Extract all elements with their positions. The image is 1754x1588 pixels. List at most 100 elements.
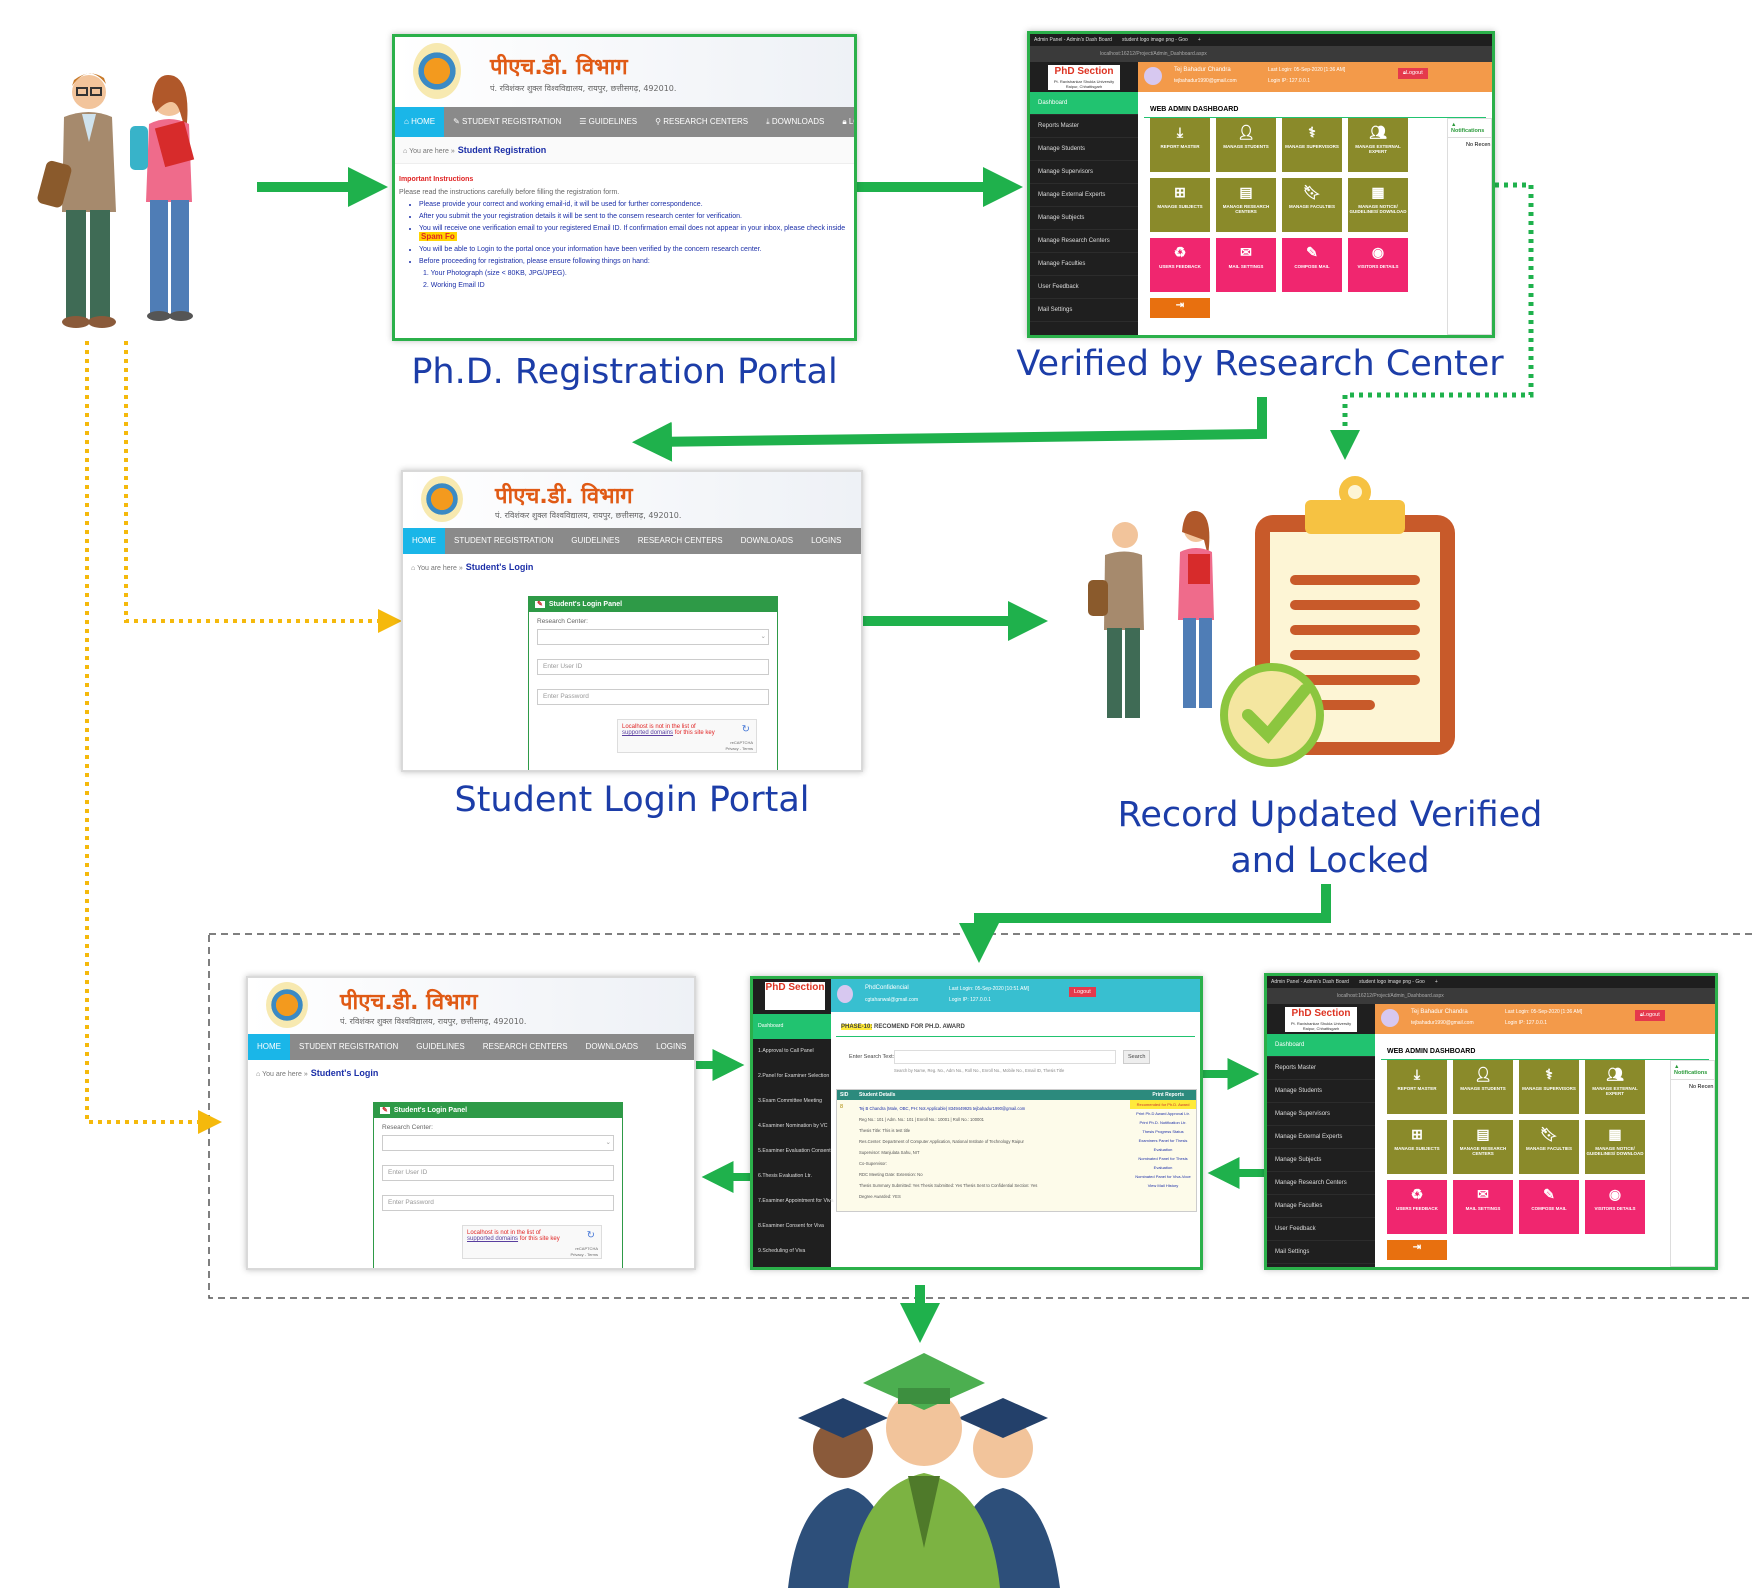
browser-tab[interactable]: Admin Panel - Admin's Dash Board: [1271, 979, 1349, 985]
sidebar-item-phase-7[interactable]: 7.Examiner Appointment for Viva: [758, 1198, 834, 1204]
recaptcha-widget[interactable]: Localhost is not in the list of supporte…: [462, 1225, 602, 1259]
browser-tab[interactable]: student logo image png - Goo: [1121, 37, 1188, 43]
logout-button[interactable]: 🔒︎Logout: [1635, 1010, 1665, 1021]
sidebar-item-phase-9[interactable]: 9.Scheduling of Viva: [758, 1248, 806, 1254]
report-link[interactable]: Print Ph.D. Notification Ltr.: [1139, 1120, 1187, 1125]
nav-research-centers[interactable]: ⚲ RESEARCH CENTERS: [655, 117, 749, 126]
tile-manage-external-expert[interactable]: 👥︎MANAGE EXTERNAL EXPERT: [1585, 1060, 1645, 1114]
sidebar-item-phase-5[interactable]: 5.Examiner Evaluation Consent: [758, 1148, 831, 1154]
tile-manage-subjects[interactable]: ⊞MANAGE SUBJECTS: [1387, 1120, 1447, 1174]
sidebar-item-manage-students[interactable]: Manage Students: [1267, 1080, 1375, 1103]
tile-manage-research-centers[interactable]: ▤MANAGE RESEARCH CENTERS: [1453, 1120, 1513, 1174]
tile-manage-notice-guidelines-download[interactable]: ▦MANAGE NOTICE/ GUIDELINES/ DOWNLOAD: [1585, 1120, 1645, 1174]
search-button[interactable]: Search: [1123, 1050, 1151, 1064]
nav-guidelines[interactable]: GUIDELINES: [571, 536, 620, 545]
sidebar-item-manage-faculties[interactable]: Manage Faculties: [1267, 1195, 1375, 1218]
address-bar[interactable]: localhost:16212/Project/Admin_Dashboard.…: [1267, 988, 1715, 1004]
nav-logins[interactable]: LOGINS: [656, 1042, 687, 1051]
nav-student-registration[interactable]: STUDENT REGISTRATION: [299, 1042, 399, 1051]
search-input[interactable]: [894, 1050, 1116, 1064]
browser-tab[interactable]: student logo image png - Goo: [1358, 979, 1425, 985]
report-link[interactable]: Thesis Progress Status: [1142, 1129, 1184, 1134]
nav-downloads[interactable]: DOWNLOADS: [585, 1042, 639, 1051]
nav-guidelines[interactable]: ☰ GUIDELINES: [579, 117, 638, 126]
tile-visitors-details[interactable]: ◉VISITORS DETAILS: [1348, 238, 1408, 292]
logout-button[interactable]: 🔒︎Logout: [1398, 68, 1428, 79]
sidebar-item-user-feedback[interactable]: User Feedback: [1267, 1218, 1375, 1241]
tile-manage-students[interactable]: 👤︎MANAGE STUDENTS: [1216, 118, 1276, 172]
nav-home[interactable]: HOME: [403, 528, 445, 554]
nav-research-centers[interactable]: RESEARCH CENTERS: [482, 1042, 568, 1051]
tile-mail-settings[interactable]: ✉MAIL SETTINGS: [1216, 238, 1276, 292]
sidebar-item-phase-1[interactable]: 1.Approval to Call Panel: [758, 1048, 814, 1054]
tile-manage-notice-guidelines-download[interactable]: ▦MANAGE NOTICE/ GUIDELINES/ DOWNLOAD: [1348, 178, 1408, 232]
research-center-select[interactable]: ⌄: [537, 629, 769, 645]
password-input[interactable]: Enter Password: [537, 689, 769, 705]
nav-logins[interactable]: 🔒︎ LOGINS ⌄: [833, 107, 854, 137]
sidebar-item-manage-research-centers[interactable]: Manage Research Centers: [1030, 230, 1138, 253]
report-link[interactable]: Print Ph.D Award Approval Ltr.: [1136, 1111, 1190, 1116]
report-link[interactable]: Examiners Panel for Thesis Evaluation: [1138, 1138, 1188, 1152]
tile-visitors-details[interactable]: ◉VISITORS DETAILS: [1585, 1180, 1645, 1234]
sidebar-item-manage-external-experts[interactable]: Manage External Experts: [1030, 184, 1138, 207]
nav-student-registration[interactable]: STUDENT REGISTRATION: [454, 536, 554, 545]
sidebar-item-dashboard[interactable]: Dashboard: [1267, 1034, 1375, 1057]
nav-home[interactable]: ⌂ HOME: [395, 107, 445, 137]
sidebar-item-dashboard[interactable]: Dashboard: [753, 1014, 831, 1039]
sidebar-item-manage-external-experts[interactable]: Manage External Experts: [1267, 1126, 1375, 1149]
tile-manage-students[interactable]: 👤︎MANAGE STUDENTS: [1453, 1060, 1513, 1114]
sidebar-item-manage-subjects[interactable]: Manage Subjects: [1267, 1149, 1375, 1172]
sidebar-item-mail-settings[interactable]: Mail Settings: [1030, 299, 1138, 322]
sidebar-item-manage-supervisors[interactable]: Manage Supervisors: [1267, 1103, 1375, 1126]
recaptcha-widget[interactable]: Localhost is not in the list of supporte…: [617, 719, 757, 753]
sidebar-item-manage-faculties[interactable]: Manage Faculties: [1030, 253, 1138, 276]
user-id-input[interactable]: Enter User ID: [537, 659, 769, 675]
nav-logins[interactable]: LOGINS: [811, 536, 842, 545]
sidebar-item-phase-6[interactable]: 6.Thesis Evaluation Ltr.: [758, 1173, 812, 1179]
tile-manage-research-centers[interactable]: ▤MANAGE RESEARCH CENTERS: [1216, 178, 1276, 232]
nav-downloads[interactable]: ⤓ DOWNLOADS: [766, 117, 825, 126]
sidebar-item-phase-2[interactable]: 2.Panel for Examiner Selection: [758, 1073, 830, 1079]
report-link[interactable]: View Mail History: [1147, 1183, 1179, 1188]
logout-button[interactable]: Logout: [1069, 987, 1096, 997]
nav-student-registration[interactable]: ✎ STUDENT REGISTRATION: [453, 117, 562, 126]
tile-manage-subjects[interactable]: ⊞MANAGE SUBJECTS: [1150, 178, 1210, 232]
report-link[interactable]: Nominated Panel for Thesis Evaluation: [1138, 1156, 1188, 1170]
tile-manage-supervisors[interactable]: ⚕MANAGE SUPERVISORS: [1519, 1060, 1579, 1114]
supported-domains-link[interactable]: supported domains: [622, 730, 674, 736]
supported-domains-link[interactable]: supported domains: [467, 1236, 519, 1242]
address-bar[interactable]: localhost:16212/Project/Admin_Dashboard.…: [1030, 46, 1492, 62]
logout-tile[interactable]: ⇥: [1387, 1240, 1447, 1260]
tile-users-feedback[interactable]: ♻USERS FEEDBACK: [1387, 1180, 1447, 1234]
new-tab-icon[interactable]: +: [1197, 37, 1201, 43]
user-id-input[interactable]: Enter User ID: [382, 1165, 614, 1181]
tile-manage-external-expert[interactable]: 👥︎MANAGE EXTERNAL EXPERT: [1348, 118, 1408, 172]
nav-downloads[interactable]: DOWNLOADS: [740, 536, 794, 545]
tile-manage-faculties[interactable]: 🔖︎MANAGE FACULTIES: [1519, 1120, 1579, 1174]
nav-research-centers[interactable]: RESEARCH CENTERS: [637, 536, 723, 545]
tile-users-feedback[interactable]: ♻USERS FEEDBACK: [1150, 238, 1210, 292]
password-input[interactable]: Enter Password: [382, 1195, 614, 1211]
browser-tab[interactable]: Admin Panel - Admin's Dash Board: [1034, 37, 1112, 43]
report-link[interactable]: Nominated Panel for Viva-Voce: [1135, 1174, 1191, 1179]
sidebar-item-phase-8[interactable]: 8.Examiner Consent for Viva: [758, 1223, 824, 1229]
sidebar-item-manage-students[interactable]: Manage Students: [1030, 138, 1138, 161]
tile-compose-mail[interactable]: ✎COMPOSE MAIL: [1519, 1180, 1579, 1234]
tile-compose-mail[interactable]: ✎COMPOSE MAIL: [1282, 238, 1342, 292]
sidebar-item-dashboard[interactable]: Dashboard: [1030, 92, 1138, 115]
sidebar-item-manage-supervisors[interactable]: Manage Supervisors: [1030, 161, 1138, 184]
sidebar-item-mail-settings[interactable]: Mail Settings: [1267, 1241, 1375, 1264]
sidebar-item-phase-4[interactable]: 4.Examiner Nomination by VC: [758, 1123, 828, 1129]
sidebar-item-user-feedback[interactable]: User Feedback: [1030, 276, 1138, 299]
tile-report-master[interactable]: ⤓REPORT MASTER: [1387, 1060, 1447, 1114]
logout-tile[interactable]: ⇥: [1150, 298, 1210, 318]
research-center-select[interactable]: ⌄: [382, 1135, 614, 1151]
tile-manage-faculties[interactable]: 🔖︎MANAGE FACULTIES: [1282, 178, 1342, 232]
sidebar-item-manage-research-centers[interactable]: Manage Research Centers: [1267, 1172, 1375, 1195]
nav-guidelines[interactable]: GUIDELINES: [416, 1042, 465, 1051]
sidebar-item-reports-master[interactable]: Reports Master: [1030, 115, 1138, 138]
tile-manage-supervisors[interactable]: ⚕MANAGE SUPERVISORS: [1282, 118, 1342, 172]
sidebar-item-phase-3[interactable]: 3.Exam Committee Meeting: [758, 1098, 823, 1104]
sidebar-item-manage-subjects[interactable]: Manage Subjects: [1030, 207, 1138, 230]
sidebar-item-reports-master[interactable]: Reports Master: [1267, 1057, 1375, 1080]
